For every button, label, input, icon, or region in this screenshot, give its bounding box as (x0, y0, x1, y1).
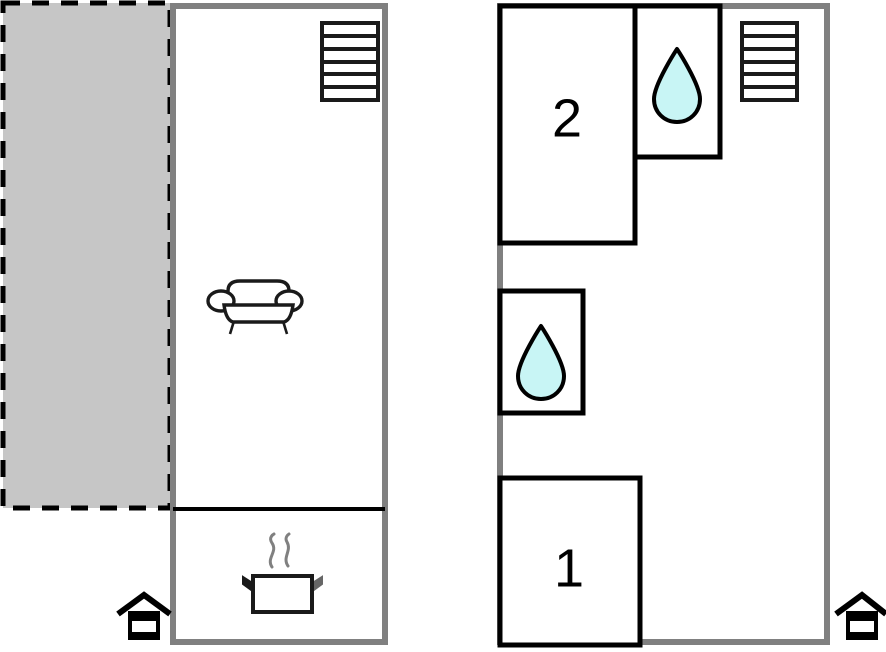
left-unit (0, 0, 388, 645)
left-unit-outer-walls (170, 3, 388, 645)
stairs-icon (740, 21, 799, 102)
terrace-balcony-area (0, 0, 173, 511)
bedroom-1-room (497, 475, 643, 648)
right-unit: 2 1 (497, 3, 886, 648)
house-entrance-icon (834, 591, 886, 640)
water-drop-icon (516, 324, 566, 401)
bedroom-2-room (497, 3, 638, 246)
water-drop-icon (652, 47, 702, 124)
sofa-icon (206, 279, 304, 335)
left-unit-interior (170, 3, 388, 645)
house-entrance-icon (116, 591, 172, 640)
stairs-icon (320, 21, 380, 102)
cooking-pot-icon (242, 532, 323, 614)
room-label-1: 1 (554, 538, 584, 598)
room-label-2: 2 (552, 88, 582, 148)
